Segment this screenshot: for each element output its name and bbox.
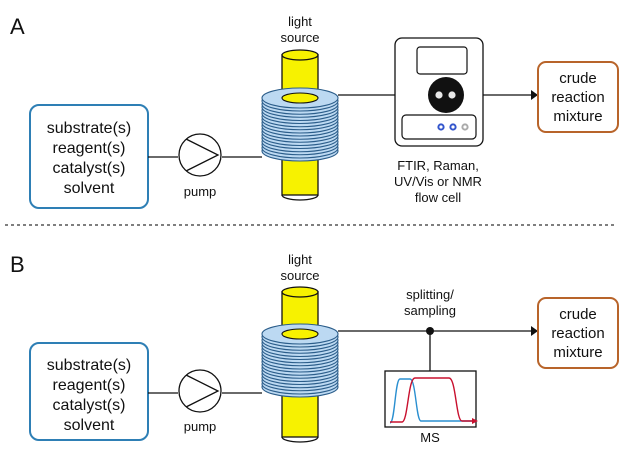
light-label-line1-a: light xyxy=(288,14,312,29)
analysis-caption-line3-a: flow cell xyxy=(415,190,461,205)
feed-line-catalysts-a: catalyst(s) xyxy=(53,160,126,177)
pump-label-a: pump xyxy=(184,184,217,199)
panel-a: A substrate(s) reagent(s) catalyst(s) so… xyxy=(10,14,619,209)
coil-reactor-icon xyxy=(261,286,339,443)
arrowhead-b xyxy=(531,326,538,336)
output-line3-b: mixture xyxy=(553,344,602,361)
arrowhead-a xyxy=(531,90,538,100)
light-label-line2-b: source xyxy=(280,268,319,283)
pump-icon xyxy=(178,369,222,413)
feed-line-reagents-b: reagent(s) xyxy=(53,377,126,394)
output-line1-b: crude xyxy=(559,306,597,323)
panel-a-letter: A xyxy=(10,14,25,39)
output-box-a xyxy=(537,61,619,133)
lamp-top xyxy=(281,49,319,61)
flow-cell-icon xyxy=(394,37,484,147)
light-label-line2-a: source xyxy=(280,30,319,45)
output-box-b xyxy=(537,297,619,369)
analysis-caption-line2-a: UV/Vis or NMR xyxy=(394,174,482,189)
lamp-through-coil xyxy=(281,328,319,340)
lamp-bottom xyxy=(281,436,319,443)
ms-label: MS xyxy=(420,430,440,445)
light-label-line1-b: light xyxy=(288,252,312,267)
lamp-top xyxy=(281,286,319,298)
feed-line-solvent-a: solvent xyxy=(64,180,115,197)
output-line2-b: reaction xyxy=(551,325,604,342)
panel-b: B substrate(s) reagent(s) catalyst(s) so… xyxy=(10,252,619,445)
feed-box-b xyxy=(29,342,149,441)
output-line3-a: mixture xyxy=(553,108,602,125)
lamp-bottom xyxy=(281,194,319,201)
feed-line-reagents-a: reagent(s) xyxy=(53,140,126,157)
split-label-line2: sampling xyxy=(404,303,456,318)
pump-label-b: pump xyxy=(184,419,217,434)
output-line1-a: crude xyxy=(559,70,597,87)
analysis-caption-line1-a: FTIR, Raman, xyxy=(397,158,479,173)
feed-line-substrates-a: substrate(s) xyxy=(47,120,131,137)
split-label-line1: splitting/ xyxy=(406,287,454,302)
ms-axis-arrow xyxy=(472,418,478,424)
lamp-through-coil xyxy=(281,92,319,104)
panel-b-letter: B xyxy=(10,252,25,277)
ms-chromatogram-icon xyxy=(384,370,478,428)
feed-line-substrates-b: substrate(s) xyxy=(47,357,131,374)
feed-line-solvent-b: solvent xyxy=(64,417,115,434)
coil-reactor-icon xyxy=(261,49,339,201)
output-line2-a: reaction xyxy=(551,89,604,106)
feed-line-catalysts-b: catalyst(s) xyxy=(53,397,126,414)
pump-icon xyxy=(178,133,222,177)
